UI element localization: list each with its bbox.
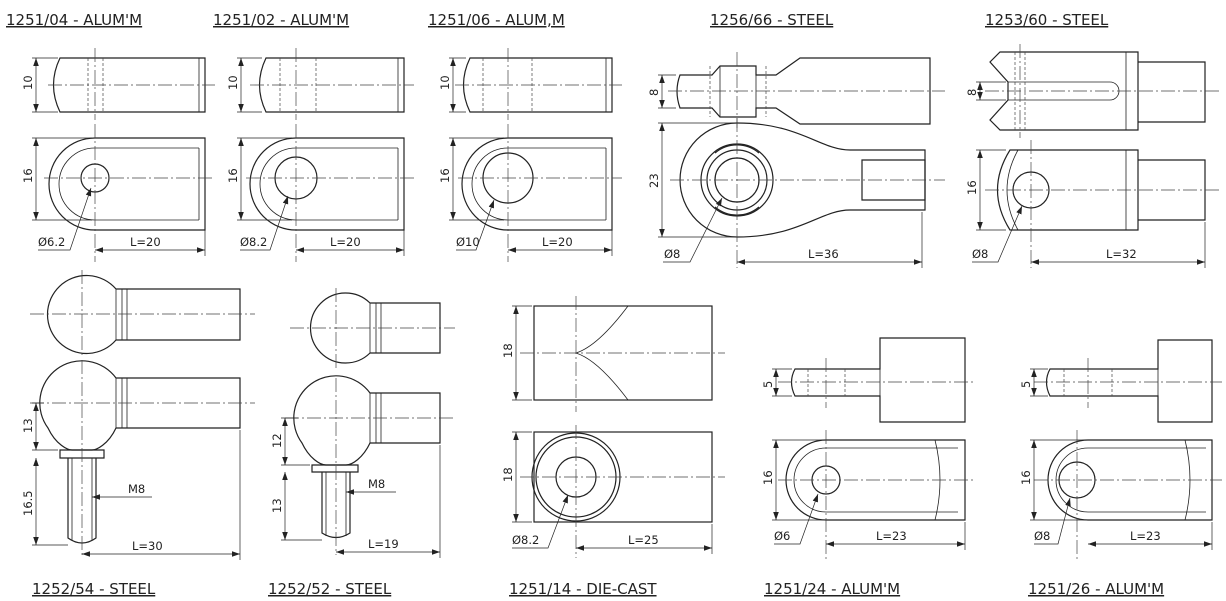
top-view — [30, 270, 255, 356]
dimensions: 10 16 L=20 Ø10 — [438, 57, 613, 256]
thickness-dimension: 10 — [438, 75, 452, 90]
part-1251-02: 1251/02 - ALUM'M 10 16 L=20 Ø8.2 — [213, 11, 414, 262]
thickness-dimension: 8 — [965, 89, 979, 96]
top-view — [455, 48, 622, 120]
bore-dimension: Ø8 — [972, 247, 988, 261]
thickness-dimension: 5 — [761, 381, 775, 388]
length-dimension: L=25 — [628, 533, 659, 547]
part-1251-24: 1251/24 - ALUM'M 5 16 L=23 Ø6 — [761, 337, 975, 598]
bore-dimension: Ø8.2 — [512, 533, 539, 547]
dimensions: 8 16 L=32 Ø8 — [965, 81, 1206, 268]
part-title: 1253/60 - STEEL — [985, 11, 1109, 29]
height-dimension: 16 — [761, 470, 775, 485]
front-view — [778, 430, 975, 560]
front-view — [670, 118, 945, 268]
height-dimension: 16 — [965, 180, 979, 195]
height-dimension: 18 — [501, 467, 515, 482]
front-view — [458, 124, 622, 262]
thickness-dimension: 5 — [1019, 381, 1033, 388]
dimensions: 10 16 L=20 Ø6.2 — [21, 57, 206, 256]
front-view — [1034, 430, 1222, 560]
front-view — [44, 124, 215, 262]
length-dimension: L=20 — [542, 235, 573, 249]
part-1253-60: 1253/60 - STEEL 8 16 L=32 Ø8 — [965, 11, 1220, 268]
bore-dimension: Ø8.2 — [240, 235, 267, 249]
top-view — [1034, 339, 1222, 423]
thread-dimension: M8 — [368, 477, 385, 491]
bore-dimension: Ø6.2 — [38, 235, 65, 249]
length-dimension: L=23 — [876, 529, 907, 543]
thread-dimension: M8 — [128, 482, 145, 496]
front-view — [246, 124, 414, 262]
thickness-dimension: 10 — [21, 75, 35, 90]
length-dimension: L=23 — [1130, 529, 1161, 543]
front-view — [985, 140, 1220, 268]
thickness-dimension: 10 — [226, 75, 240, 90]
dimensions: 8 23 L=36 Ø8 — [647, 74, 923, 268]
length-dimension: L=19 — [368, 537, 399, 551]
bore-dimension: Ø8 — [1034, 529, 1050, 543]
length-dimension: L=30 — [132, 539, 163, 553]
part-title: 1252/54 - STEEL — [32, 580, 156, 598]
top-view — [48, 48, 215, 120]
bore-dimension: Ø6 — [774, 529, 790, 543]
top-view — [290, 288, 455, 368]
dimensions: 10 16 L=20 Ø8.2 — [226, 57, 405, 256]
front-view — [30, 360, 255, 555]
top-view — [778, 337, 975, 423]
bore-dimension: Ø10 — [456, 235, 480, 249]
top-view — [250, 48, 414, 120]
stud-length-dimension: 13 — [270, 498, 284, 513]
dimensions: 5 16 L=23 Ø8 — [1019, 368, 1213, 550]
part-title: 1251/02 - ALUM'M — [213, 11, 349, 29]
length-dimension: L=20 — [130, 235, 161, 249]
part-1256-66: 1256/66 - STEEL 8 23 L=36 Ø8 — [647, 11, 945, 268]
height-dimension: 23 — [647, 173, 661, 188]
height-dimension: 16 — [21, 168, 35, 183]
ball-height-dimension: 13 — [21, 418, 35, 433]
part-title: 1251/06 - ALUM,M — [428, 11, 565, 29]
length-dimension: L=32 — [1106, 247, 1137, 261]
stud-length-dimension: 16.5 — [21, 490, 35, 516]
part-title: 1252/52 - STEEL — [268, 580, 392, 598]
part-1251-06: 1251/06 - ALUM,M 10 16 L=20 Ø10 — [428, 11, 622, 262]
part-1251-14: 1251/14 - DIE-CAST 18 18 L=25 Ø8.2 — [501, 296, 725, 598]
part-title: 1256/66 - STEEL — [710, 11, 834, 29]
bore-dimension: Ø8 — [664, 247, 680, 261]
part-title: 1251/26 - ALUM'M — [1028, 580, 1164, 598]
width-dimension: 18 — [501, 343, 515, 358]
part-title: 1251/24 - ALUM'M — [764, 580, 900, 598]
top-view — [668, 52, 945, 128]
top-view — [985, 44, 1220, 138]
top-view — [520, 296, 725, 412]
height-dimension: 16 — [438, 168, 452, 183]
height-dimension: 16 — [226, 168, 240, 183]
ball-height-dimension: 12 — [270, 433, 284, 448]
part-1251-04: 1251/04 - ALUM'M 10 16 L=20 Ø6.2 — [6, 11, 215, 262]
dimensions: 18 18 L=25 Ø8.2 — [501, 305, 713, 554]
thickness-dimension: 8 — [647, 89, 661, 96]
part-1252-54: 1252/54 - STEEL 13 16.5 L=30 M8 — [21, 270, 255, 598]
length-dimension: L=20 — [330, 235, 361, 249]
dimensions: 12 13 L=19 M8 — [270, 417, 441, 558]
part-title: 1251/04 - ALUM'M — [6, 11, 142, 29]
height-dimension: 16 — [1019, 470, 1033, 485]
dimensions: 5 16 L=23 Ø6 — [761, 368, 966, 550]
front-view — [520, 425, 725, 558]
part-1251-26: 1251/26 - ALUM'M 5 16 L=23 Ø8 — [1019, 339, 1222, 598]
dimensions: 13 16.5 L=30 M8 — [21, 402, 241, 560]
part-title: 1251/14 - DIE-CAST — [509, 580, 657, 598]
length-dimension: L=36 — [808, 247, 839, 261]
part-1252-52: 1252/52 - STEEL 12 13 L=19 M8 — [268, 288, 455, 598]
front-view — [285, 375, 455, 555]
